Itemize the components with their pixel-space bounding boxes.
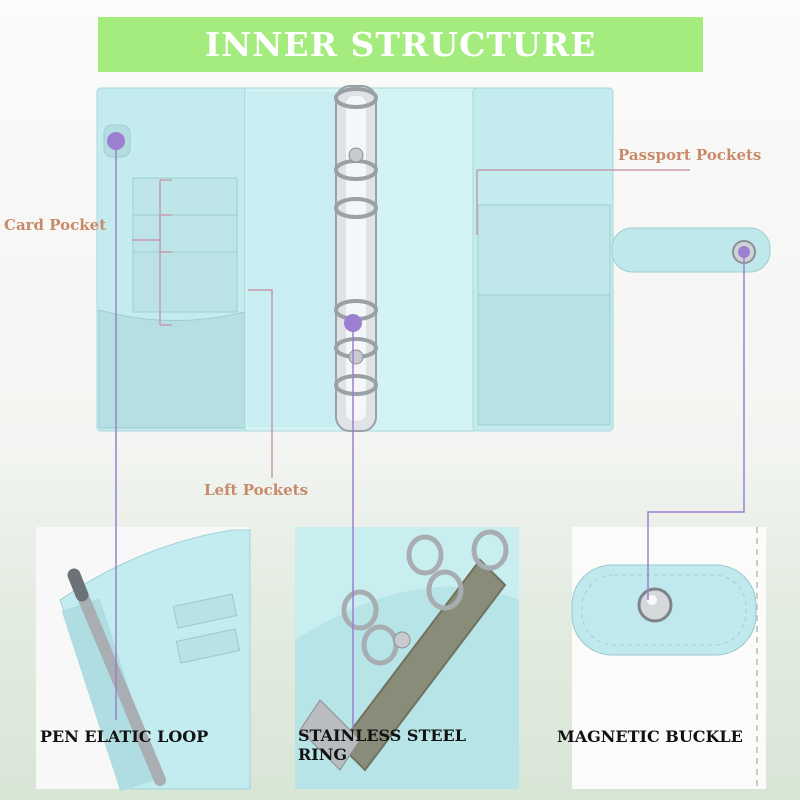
- buckle-photo: [571, 527, 766, 789]
- buckle-caption: MAGNETIC BUCKLE: [557, 727, 743, 746]
- ring-caption-line-2: RING: [298, 745, 348, 764]
- ring-photo: [295, 527, 519, 789]
- pen-loop-caption: PEN ELATIC LOOP: [40, 727, 209, 746]
- page-title: INNER STRUCTURE: [204, 25, 597, 64]
- left-pockets-label: Left Pockets: [204, 481, 309, 499]
- pen-loop-photo: [36, 527, 251, 792]
- ring-caption: STAINLESS STEEL RING: [298, 726, 466, 764]
- binder-open: [96, 85, 771, 432]
- ring-caption-line-1: STAINLESS STEEL: [298, 726, 466, 745]
- card-pocket-label: Card Pocket: [4, 216, 107, 234]
- title-banner: INNER STRUCTURE: [98, 17, 703, 72]
- feature-pointers: [107, 132, 750, 730]
- passport-pockets-label: Passport Pockets: [618, 146, 762, 164]
- label-connectors: [132, 169, 690, 478]
